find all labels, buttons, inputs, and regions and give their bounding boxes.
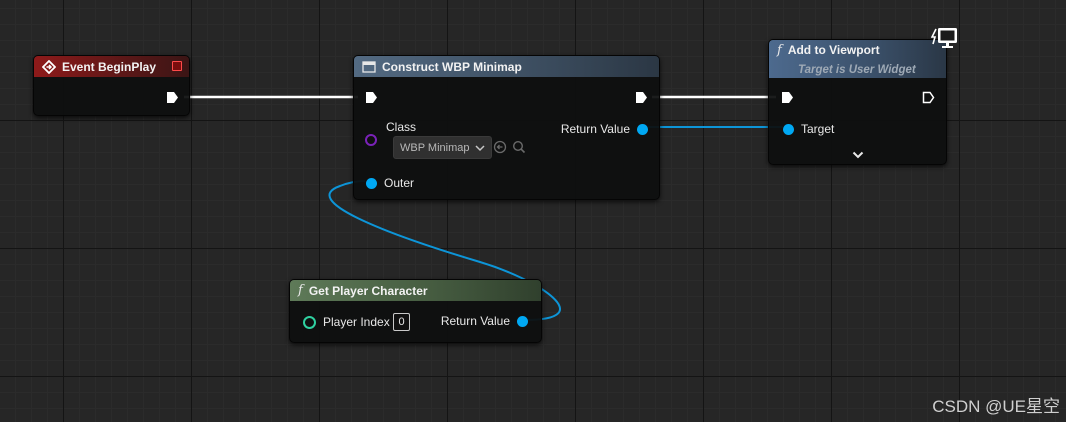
- exec-pin-icon: [167, 92, 178, 103]
- object-pin-icon: [517, 315, 528, 327]
- exec-pin-icon: [636, 92, 647, 103]
- class-input-pin[interactable]: Class: [365, 120, 423, 146]
- node-title: Get Player Character: [308, 283, 428, 298]
- exec-pin-icon: [922, 91, 935, 104]
- class-pin-icon: [365, 134, 377, 146]
- event-beginplay-node[interactable]: Event BeginPlay: [33, 55, 190, 116]
- player-index-input[interactable]: 0: [393, 313, 410, 331]
- player-index-label: Player Index: [323, 315, 390, 329]
- event-beginplay-header[interactable]: Event BeginPlay: [34, 56, 189, 77]
- target-input-pin[interactable]: Target: [783, 122, 841, 136]
- construct-widget-node[interactable]: Construct WBP Minimap Class WBP Minimap …: [353, 55, 660, 200]
- watermark: CSDN @UE星空: [932, 397, 1060, 416]
- function-f-icon: f: [777, 43, 782, 58]
- object-pin-icon: [366, 177, 377, 189]
- exec-pin-icon: [782, 92, 793, 103]
- search-icon[interactable]: [512, 140, 526, 154]
- exec-pin-icon: [366, 92, 377, 103]
- return-value-label: Return Value: [560, 122, 630, 136]
- event-diamond-icon: [42, 59, 56, 74]
- outer-input-pin[interactable]: Outer: [366, 176, 421, 190]
- chevron-down-icon: [475, 144, 486, 151]
- int-pin-icon: [303, 315, 316, 329]
- node-title: Add to Viewport: [787, 43, 880, 57]
- exec-output-pin[interactable]: [922, 91, 935, 104]
- get-player-character-header[interactable]: f Get Player Character: [290, 280, 541, 301]
- monitor-icon: [931, 28, 957, 48]
- exec-output-pin[interactable]: [166, 91, 179, 104]
- object-pin-icon: [783, 123, 794, 135]
- return-value-output-pin[interactable]: Return Value: [434, 314, 528, 328]
- add-to-viewport-node[interactable]: f Add to Viewport Target is User Widget …: [768, 39, 947, 165]
- object-pin-icon: [637, 123, 648, 135]
- get-player-character-node[interactable]: f Get Player Character Player Index 0 Re…: [289, 279, 542, 343]
- node-subtitle: Target is User Widget: [798, 64, 916, 76]
- class-select-dropdown[interactable]: WBP Minimap: [393, 136, 493, 159]
- return-value-label: Return Value: [440, 314, 510, 328]
- delegate-square-icon[interactable]: [172, 61, 182, 71]
- node-title: Construct WBP Minimap: [382, 59, 522, 74]
- exec-output-pin[interactable]: [635, 91, 648, 104]
- target-label: Target: [801, 122, 835, 136]
- player-index-input-pin[interactable]: Player Index: [303, 315, 397, 329]
- function-f-icon: f: [298, 283, 303, 298]
- outer-label: Outer: [384, 176, 415, 190]
- exec-input-pin[interactable]: [781, 91, 794, 104]
- chevron-down-icon[interactable]: [852, 151, 864, 159]
- widget-icon: [362, 60, 376, 73]
- class-label: Class: [386, 120, 417, 134]
- browse-arrow-icon[interactable]: [493, 140, 507, 154]
- exec-input-pin[interactable]: [365, 91, 378, 104]
- node-title: Event BeginPlay: [62, 59, 157, 74]
- return-value-output-pin[interactable]: Return Value: [554, 122, 648, 136]
- add-to-viewport-header[interactable]: f Add to Viewport Target is User Widget: [769, 40, 946, 78]
- construct-widget-header[interactable]: Construct WBP Minimap: [354, 56, 659, 77]
- class-select-value: WBP Minimap: [400, 141, 470, 154]
